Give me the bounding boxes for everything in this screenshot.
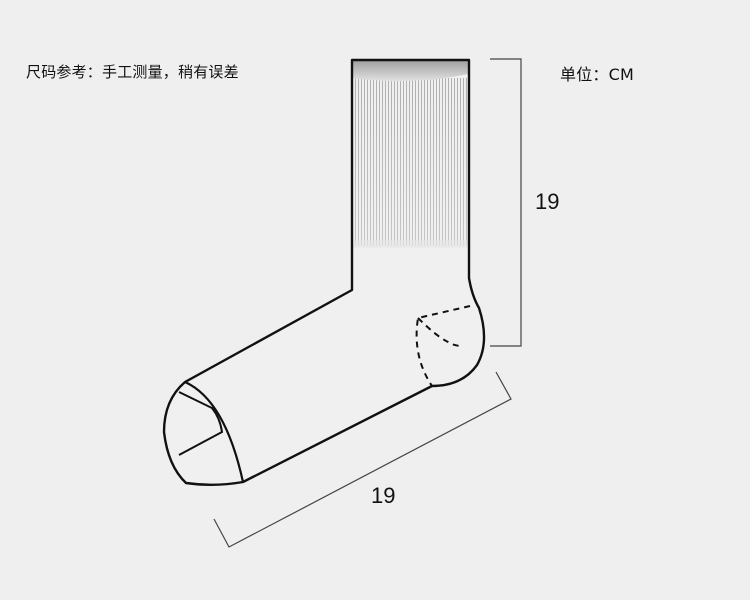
heel-dashed-inner [417,317,461,347]
toe-seam [184,380,245,483]
toe-inner-line [178,391,224,456]
height-dimension-label: 19 [535,189,560,214]
foot-length-dimension-bracket [213,371,512,548]
size-reference-note: 尺码参考：手工测量，稍有误差 [26,63,239,81]
sock-outline [162,58,486,486]
height-dimension-bracket [490,58,522,347]
unit-label: 单位：CM [560,65,634,84]
foot-length-dimension-label: 19 [371,483,396,508]
cuff-band [352,60,469,82]
